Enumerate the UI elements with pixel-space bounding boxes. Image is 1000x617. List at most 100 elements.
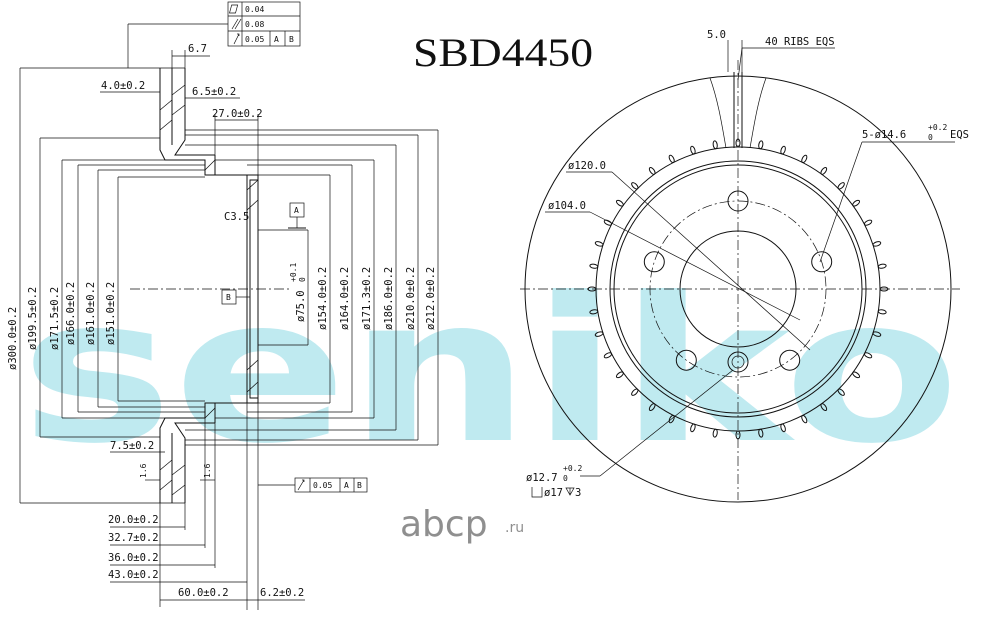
depth-icon <box>565 487 575 496</box>
vent-slot <box>603 352 613 359</box>
dim-43-0: 43.0±0.2 <box>108 569 159 581</box>
bolt-holes <box>643 190 833 371</box>
small-hole-label: ø12.7 <box>526 472 558 484</box>
vent-slot <box>872 331 882 337</box>
parallelism-icon <box>231 18 242 30</box>
vent-slot <box>863 219 873 226</box>
bolt-hole <box>675 349 697 371</box>
dim-60-0: 60.0±0.2 <box>178 587 229 599</box>
vent-slot <box>780 423 786 433</box>
vent-slot <box>735 138 741 148</box>
outer-disc-circle <box>524 75 952 503</box>
dim-d166: ø166.0±0.2 <box>65 282 77 345</box>
vent-slot <box>758 140 764 150</box>
counterbore-label: ø17 <box>544 487 563 499</box>
dim-d151: ø151.0±0.2 <box>105 282 117 345</box>
parallelism-value: 0.08 <box>245 20 264 29</box>
dim-20-0: 20.0±0.2 <box>108 514 159 526</box>
small-hole-tol-lower: 0 <box>563 474 568 483</box>
vent-slot <box>879 286 889 292</box>
runout-callout-datum-a: A <box>344 481 349 490</box>
dim-4-0: 4.0±0.2 <box>101 80 145 92</box>
dim-d164: ø164.0±0.2 <box>339 267 351 330</box>
vent-slot <box>837 388 845 396</box>
flatness-icon <box>229 4 239 14</box>
dim-6-5: 6.5±0.2 <box>192 86 236 98</box>
bolt-eqs-label: EQS <box>950 129 969 141</box>
vent-slot <box>615 199 624 207</box>
abcp-logo-suffix: .ru <box>505 520 524 536</box>
bolt-hole <box>811 251 833 273</box>
runout-icon <box>297 479 305 491</box>
flatness-value: 0.04 <box>245 5 264 14</box>
dim-d300: ø300.0±0.2 <box>7 307 19 370</box>
vent-slot <box>668 154 675 164</box>
vent-slot <box>690 423 696 433</box>
dim-6-7: 6.7 <box>188 43 207 55</box>
vent-slot <box>820 166 828 175</box>
vent-slot <box>589 309 599 315</box>
dim-32-7: 32.7±0.2 <box>108 532 159 544</box>
vent-slot <box>631 182 639 190</box>
dim-1-6-left: 1.6 <box>139 463 148 478</box>
dim-d171-3: ø171.3±0.2 <box>361 267 373 330</box>
dim-36-0: 36.0±0.2 <box>108 552 159 564</box>
vent-slot <box>801 154 808 164</box>
vent-slot <box>872 241 882 247</box>
vent-slot <box>690 145 696 155</box>
dim-7-5: 7.5±0.2 <box>110 440 154 452</box>
vent-slot <box>852 371 861 379</box>
dim-27-0: 27.0±0.2 <box>212 108 263 120</box>
runout-datum-a: A <box>274 35 279 44</box>
front-view: 5.0 40 RIBS EQS 5-ø14.6 +0.2 0 EQS ø120.… <box>520 29 969 503</box>
bolt-hole <box>727 190 749 212</box>
center-bore <box>679 230 797 348</box>
vent-slot <box>712 428 718 438</box>
vent-slot <box>631 388 639 396</box>
vent-slot <box>668 414 675 424</box>
dim-6-2: 6.2±0.2 <box>260 587 304 599</box>
chamfer-c3-5: C3.5 <box>224 211 249 223</box>
dim-d199-5: ø199.5±0.2 <box>27 287 39 350</box>
dim-d210: ø210.0±0.2 <box>405 267 417 330</box>
dim-d75-tol-lower: 0 <box>298 277 307 282</box>
vent-slot <box>801 414 808 424</box>
abcp-logo: abcp .ru <box>400 504 524 545</box>
dim-d154: ø154.0±0.2 <box>317 267 329 330</box>
vent-slot <box>587 286 597 292</box>
rib <box>733 72 743 148</box>
bolt-hole <box>643 251 665 273</box>
bolt-tol-upper: +0.2 <box>928 123 947 132</box>
abcp-logo-text: abcp <box>400 504 488 545</box>
vent-slot <box>758 428 764 438</box>
vent-slot <box>712 140 718 150</box>
datum-a-label: A <box>294 206 299 215</box>
runout-callout: 0.05 A B <box>258 477 368 493</box>
bolt-hole <box>779 349 801 371</box>
vent-slot <box>780 145 786 155</box>
vent-slot <box>603 219 613 226</box>
bolt-tol-lower: 0 <box>928 133 933 142</box>
ribs-count-label: 40 RIBS EQS <box>765 36 835 48</box>
vent-slot <box>648 403 656 412</box>
dim-d75: ø75.0 <box>295 290 307 322</box>
dim-d186: ø186.0±0.2 <box>383 267 395 330</box>
tolerance-frame: 0.04 0.08 0.05 A B <box>127 1 301 68</box>
bolt-holes-label: 5-ø14.6 <box>862 129 906 141</box>
counterbore-depth: 3 <box>575 487 581 499</box>
seniko-watermark: seniko <box>20 255 960 488</box>
pcd-label: ø120.0 <box>568 160 606 172</box>
dim-d171-5: ø171.5±0.2 <box>49 287 61 350</box>
runout-arrow-icon <box>233 33 240 45</box>
vent-slot <box>820 403 828 412</box>
runout-value: 0.05 <box>245 35 264 44</box>
small-hole <box>727 351 749 373</box>
vent-slots <box>587 138 889 440</box>
vent-slot <box>594 241 604 247</box>
vent-slot <box>852 199 861 207</box>
center-bore-label: ø104.0 <box>548 200 586 212</box>
runout-datum-b: B <box>289 35 294 44</box>
dim-d75-tol-upper: +0.1 <box>289 263 298 282</box>
